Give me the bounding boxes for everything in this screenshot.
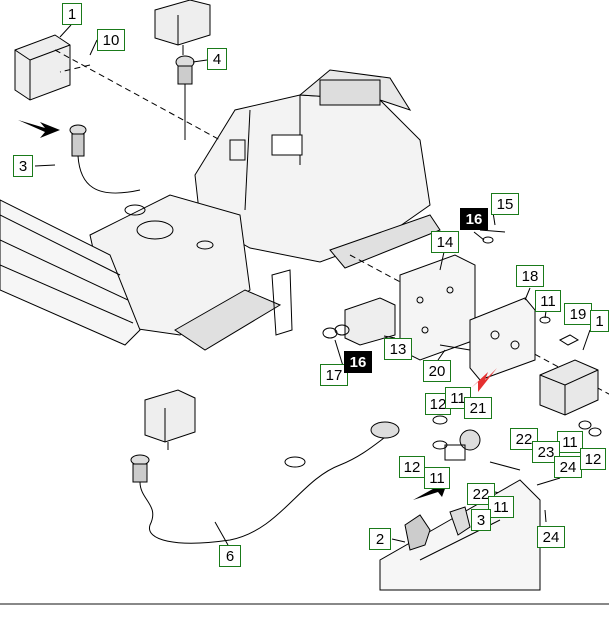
connector-cable-6	[130, 421, 400, 544]
callout-22-b: 22	[467, 483, 495, 505]
sensor-box-right	[539, 359, 599, 416]
callout-2: 2	[369, 528, 391, 550]
callout-1-top-left: 1	[62, 3, 82, 25]
callout-21: 21	[464, 397, 492, 419]
pointer-arrow-lower	[413, 475, 450, 500]
callout-19: 19	[564, 303, 592, 325]
callout-24-b: 24	[537, 526, 565, 548]
callout-11-e: 11	[488, 496, 514, 518]
pointer-arrow-highlight	[471, 368, 497, 392]
callout-20: 20	[423, 360, 451, 382]
callout-12-c: 12	[399, 456, 425, 478]
callout-11-d: 11	[424, 467, 450, 489]
callout-10: 10	[97, 29, 125, 51]
callout-12-b: 12	[580, 448, 606, 470]
machine-body	[89, 69, 441, 351]
junction-box-lower	[144, 389, 196, 450]
bottom-divider	[0, 603, 609, 605]
connector-4	[175, 55, 195, 140]
callout-6: 6	[219, 545, 241, 567]
callout-23: 23	[532, 441, 560, 463]
conveyor-boom	[0, 199, 141, 346]
callout-22-a: 22	[510, 428, 538, 450]
pointer-arrow-left	[18, 120, 60, 138]
callout-11-a: 11	[535, 290, 561, 312]
callout-14: 14	[431, 231, 459, 253]
callout-3-left: 3	[13, 155, 33, 177]
callout-1-right: 1	[590, 310, 609, 332]
callout-3-lower: 3	[471, 509, 491, 531]
callout-16-right: 16	[460, 208, 488, 230]
callout-16-left: 16	[344, 351, 372, 373]
callout-15: 15	[491, 193, 519, 215]
callout-24-a: 24	[554, 456, 582, 478]
callout-4: 4	[207, 48, 227, 70]
callout-18: 18	[516, 265, 544, 287]
bracket-13	[344, 297, 396, 346]
junction-box-top-left	[14, 34, 71, 101]
callout-13: 13	[384, 338, 412, 360]
connector-cable-left	[69, 124, 141, 194]
lower-frame	[379, 479, 541, 591]
callout-12-a: 12	[425, 393, 451, 415]
leader-lines	[34, 24, 591, 546]
bracket-18	[469, 297, 536, 381]
callout-17: 17	[320, 364, 348, 386]
junction-box-top	[154, 0, 211, 55]
